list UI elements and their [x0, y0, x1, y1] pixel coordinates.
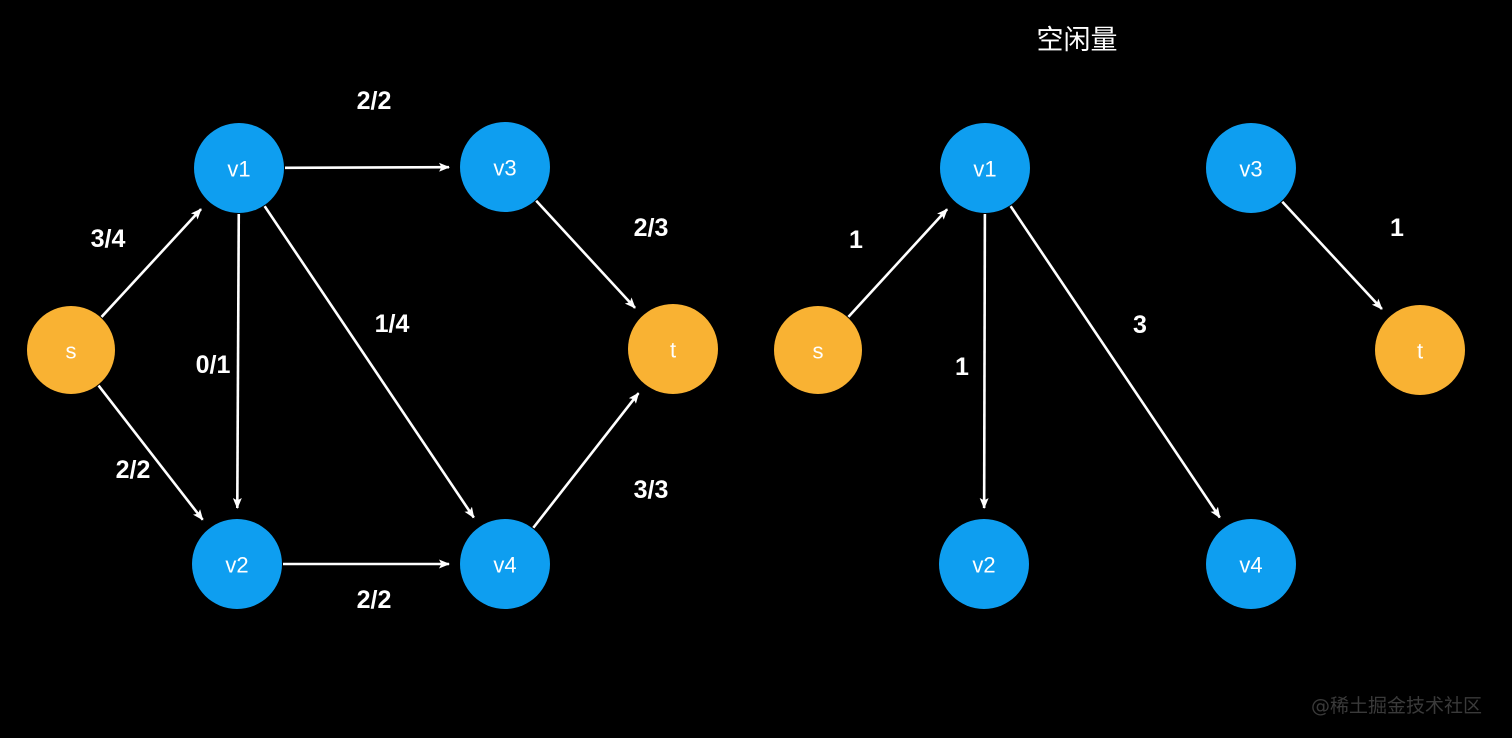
node-circle-v4 — [1206, 519, 1296, 609]
node-v3[interactable]: v3 — [460, 122, 550, 212]
node-circle-v1 — [194, 123, 284, 213]
node-circle-s — [774, 306, 862, 394]
residual-panel-title: 空闲量 — [1036, 25, 1118, 56]
edge-label-s-v2: 2/2 — [116, 456, 151, 484]
node-v4[interactable]: v4 — [1206, 519, 1296, 609]
node-v1[interactable]: v1 — [940, 123, 1030, 213]
edge-v1-to-v4 — [1009, 205, 1221, 519]
node-circle-t — [628, 304, 718, 394]
edge-label-v1-v2: 0/1 — [196, 351, 231, 379]
node-circle-v3 — [1206, 123, 1296, 213]
edge-label-v2-v4: 2/2 — [357, 586, 392, 614]
edge-labels-layer: 3/4 2/2 2/2 0/1 1/4 2/2 2/3 3/3 1 1 3 1 — [91, 87, 1404, 614]
edge-v4-to-t — [532, 392, 640, 529]
edges-layer — [97, 162, 1383, 569]
node-v4[interactable]: v4 — [460, 519, 550, 609]
node-v3[interactable]: v3 — [1206, 123, 1296, 213]
node-t[interactable]: t — [1375, 305, 1465, 395]
edge-label-v1-v4: 1/4 — [375, 310, 410, 338]
edge-v3-to-t — [1281, 200, 1383, 310]
node-v2[interactable]: v2 — [192, 519, 282, 609]
node-circle-s — [27, 306, 115, 394]
edge-label-s-v1: 3/4 — [91, 225, 126, 253]
edge-label-v1-v4: 3 — [1133, 311, 1147, 339]
node-circle-t — [1375, 305, 1465, 395]
edge-v3-to-t — [535, 199, 636, 309]
edge-s-to-v1 — [847, 208, 949, 318]
edge-v1-to-v3 — [284, 162, 451, 172]
edge-label-v3-t: 1 — [1390, 214, 1404, 242]
node-v2[interactable]: v2 — [939, 519, 1029, 609]
node-circle-v4 — [460, 519, 550, 609]
edge-label-v1-v3: 2/2 — [357, 87, 392, 115]
edge-label-v1-v2: 1 — [955, 353, 969, 381]
edge-s-to-v2 — [97, 384, 204, 521]
edge-s-to-v1 — [100, 208, 202, 318]
node-s[interactable]: s — [27, 306, 115, 394]
node-v1[interactable]: v1 — [194, 123, 284, 213]
edge-v1-to-v4 — [263, 205, 475, 519]
edge-v1-to-v2 — [979, 213, 989, 510]
node-circle-v2 — [939, 519, 1029, 609]
watermark: @稀土掘金技术社区 — [1310, 695, 1482, 717]
node-t[interactable]: t — [628, 304, 718, 394]
node-s[interactable]: s — [774, 306, 862, 394]
edge-label-s-v1: 1 — [849, 226, 863, 254]
node-circle-v1 — [940, 123, 1030, 213]
edge-v1-to-v2 — [232, 213, 242, 510]
edge-label-v4-t: 3/3 — [634, 476, 669, 504]
node-circle-v3 — [460, 122, 550, 212]
node-circle-v2 — [192, 519, 282, 609]
edge-label-v3-t: 2/3 — [634, 214, 669, 242]
